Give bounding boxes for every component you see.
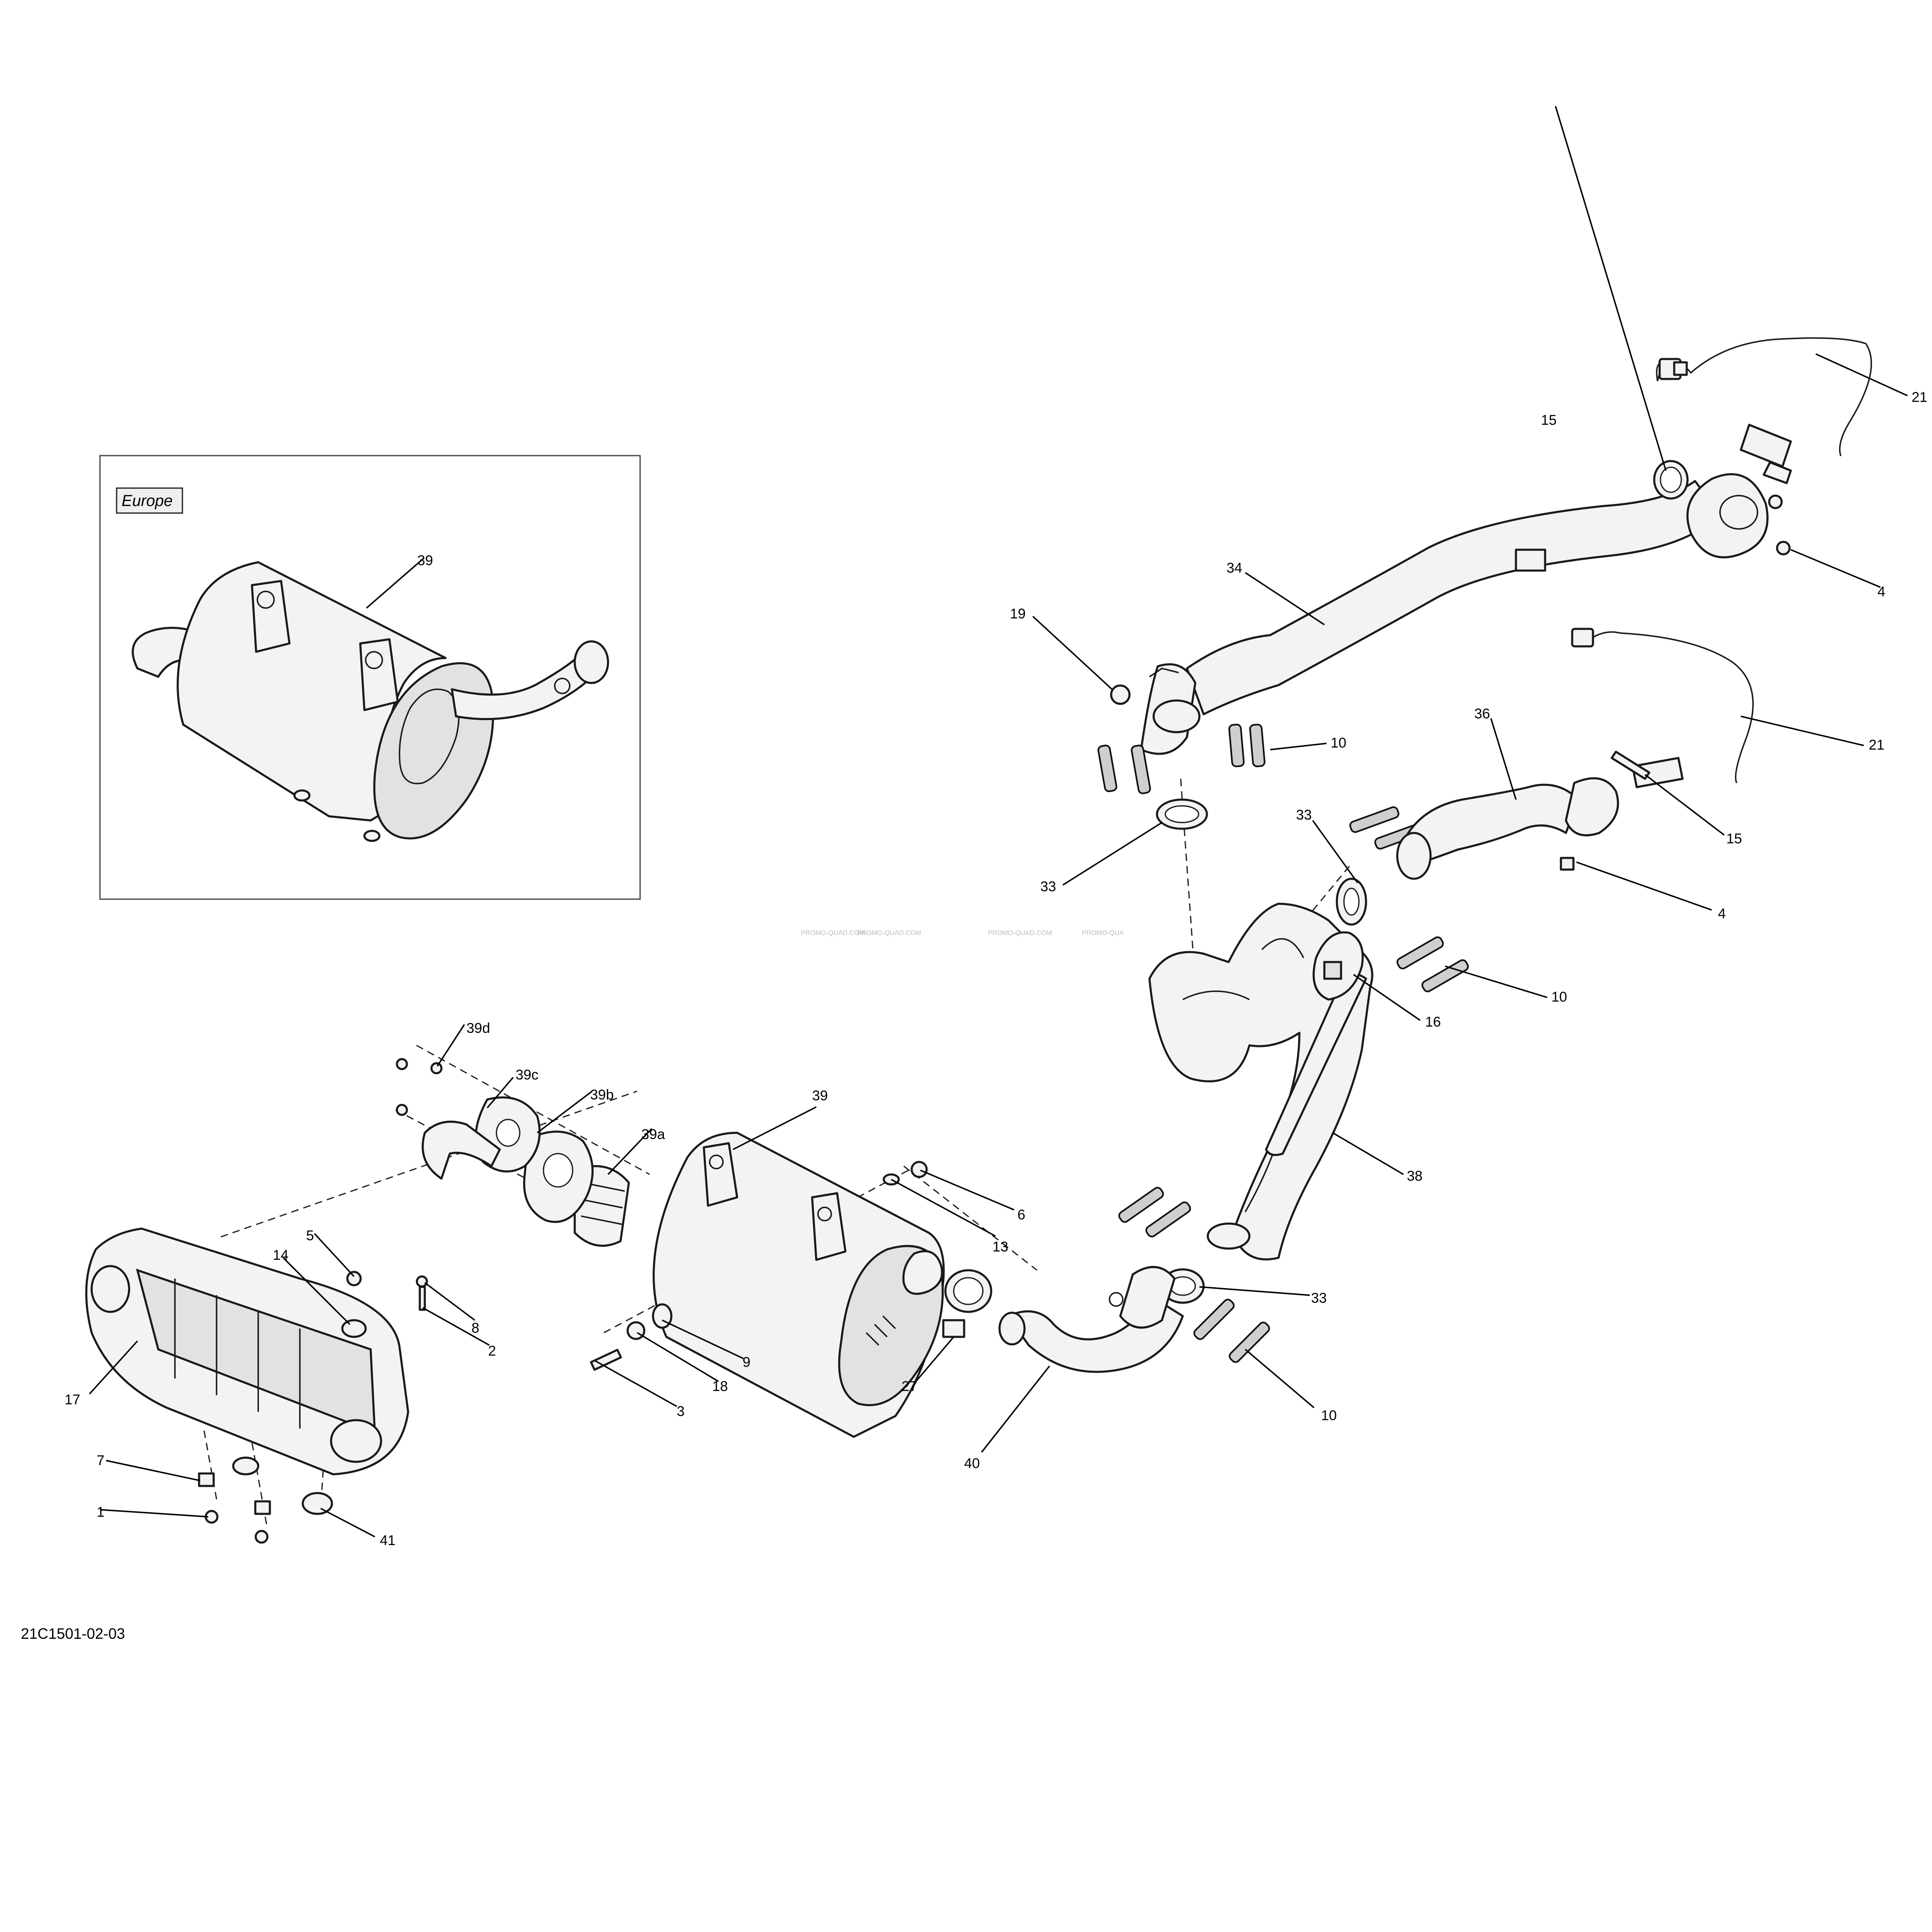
callout-39: 39 xyxy=(812,1088,828,1104)
muffler-main xyxy=(653,1132,945,1438)
callout-10-lower: 10 xyxy=(1321,1408,1337,1423)
muffler-inlet-parts xyxy=(396,1058,630,1247)
callout-3: 3 xyxy=(677,1404,685,1419)
callout-13: 13 xyxy=(992,1239,1008,1255)
callout-39d: 39d xyxy=(466,1020,490,1036)
callout-labels: 21 15 4 34 19 10 21 36 33 33 15 4 10 16 … xyxy=(65,389,1927,1548)
callout-4: 4 xyxy=(1877,584,1885,600)
svg-text:PROMO-QUAD.COM: PROMO-QUAD.COM xyxy=(801,930,865,937)
callout-7: 7 xyxy=(97,1453,105,1468)
callout-16: 16 xyxy=(1425,1014,1441,1030)
cover-fasteners xyxy=(198,1456,333,1544)
callout-39a: 39a xyxy=(641,1127,665,1142)
header-pipe-lower xyxy=(1396,750,1650,880)
oxygen-sensor-lower xyxy=(1571,628,1754,788)
y-pipe xyxy=(1148,902,1374,1261)
svg-text:PROMO-QUA: PROMO-QUA xyxy=(1082,930,1124,937)
watermark: PROMO-QUAD.COM PROMO-QUAD.COM PROMO-QUAD… xyxy=(801,930,1124,937)
clamp xyxy=(942,1269,992,1338)
inset-muffler xyxy=(132,561,609,842)
callout-41: 41 xyxy=(380,1533,396,1548)
diagram-reference-code: 21C1501-02-03 xyxy=(21,1625,125,1642)
callout-27: 27 xyxy=(902,1379,917,1394)
svg-text:PROMO-QUAD.COM: PROMO-QUAD.COM xyxy=(857,930,921,937)
europe-label: Europe xyxy=(122,492,173,510)
callout-10: 10 xyxy=(1331,735,1346,751)
callout-21-lower: 21 xyxy=(1869,737,1885,753)
callout-15: 15 xyxy=(1541,412,1557,428)
svg-text:PROMO-QUAD.COM: PROMO-QUAD.COM xyxy=(988,930,1052,937)
callout-9: 9 xyxy=(743,1354,750,1370)
muffler-cover xyxy=(85,1227,428,1476)
callout-8: 8 xyxy=(471,1320,479,1336)
tail-pipe xyxy=(998,1266,1184,1373)
callout-34: 34 xyxy=(1227,560,1242,576)
callout-19: 19 xyxy=(1010,606,1026,622)
oxygen-sensor-upper xyxy=(1656,337,1872,484)
callout-2: 2 xyxy=(488,1343,496,1359)
callout-39-inset: 39 xyxy=(417,553,433,568)
callout-10-right: 10 xyxy=(1551,989,1567,1005)
callout-15-lower: 15 xyxy=(1726,831,1742,847)
callout-1: 1 xyxy=(97,1504,105,1520)
callout-6: 6 xyxy=(1017,1207,1025,1223)
callout-39b: 39b xyxy=(590,1087,614,1103)
seals xyxy=(1156,798,1367,1304)
heat-shield xyxy=(1312,931,1364,1001)
callout-17: 17 xyxy=(65,1392,80,1408)
callout-33: 33 xyxy=(1040,879,1056,895)
leader-lines xyxy=(89,106,1908,1538)
callout-40: 40 xyxy=(964,1456,980,1471)
callout-33-lower: 33 xyxy=(1311,1290,1327,1306)
callout-36: 36 xyxy=(1474,706,1490,722)
callout-5: 5 xyxy=(306,1228,314,1244)
callout-38: 38 xyxy=(1407,1168,1423,1184)
europe-tag xyxy=(116,487,183,514)
callout-18: 18 xyxy=(712,1379,728,1394)
header-pipe-upper xyxy=(1110,473,1791,755)
callout-39c: 39c xyxy=(516,1067,538,1083)
callout-14: 14 xyxy=(273,1247,289,1263)
europe-inset: Europe xyxy=(99,455,641,900)
callout-33-upper: 33 xyxy=(1296,807,1312,823)
callout-4-lower: 4 xyxy=(1718,906,1726,922)
gasket-upper xyxy=(1653,460,1689,500)
callout-21: 21 xyxy=(1912,389,1927,405)
